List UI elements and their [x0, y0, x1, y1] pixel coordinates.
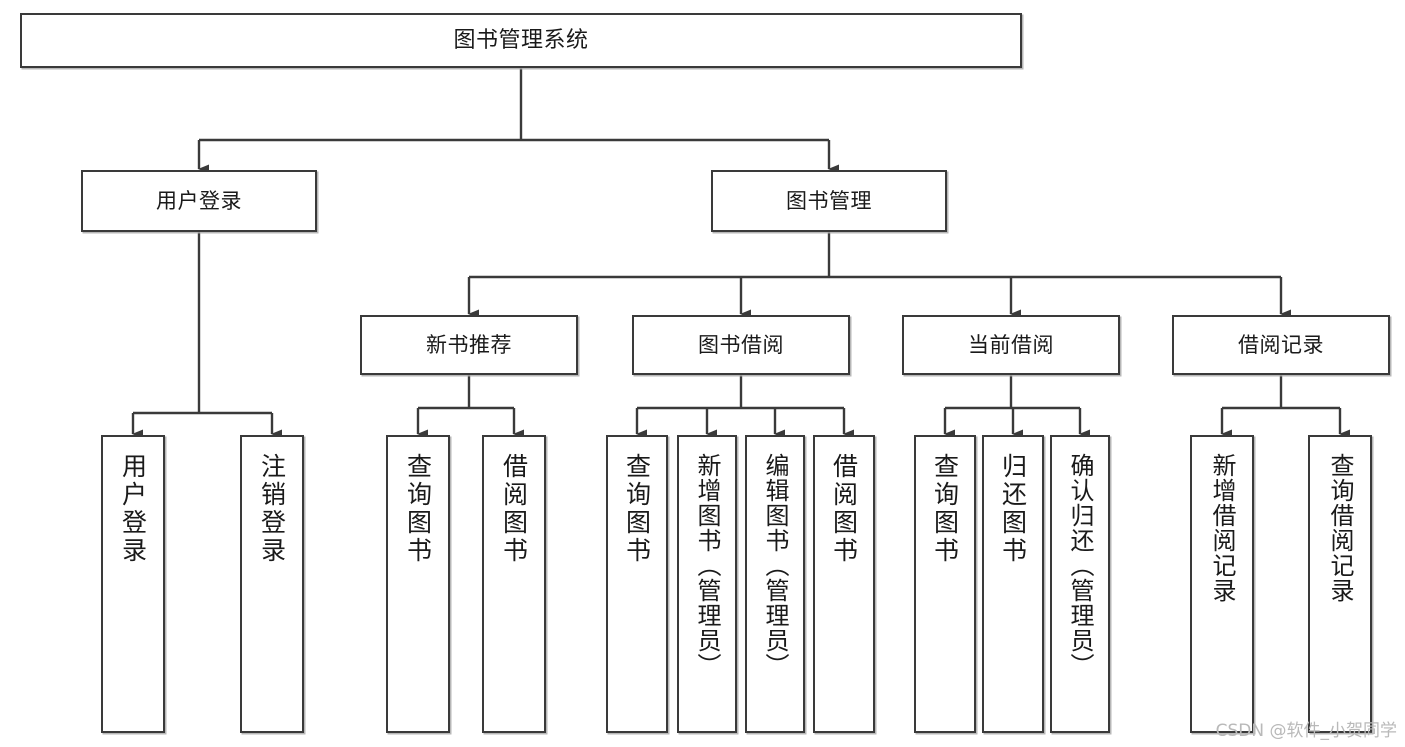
node-label: 新增借阅记录	[1208, 453, 1236, 603]
node-label: 编辑图书（管理员）	[761, 453, 789, 678]
node-bookmgmt[interactable]: 图书管理	[711, 170, 947, 232]
node-label: 注销登录	[257, 453, 287, 565]
node-label: 新增图书（管理员）	[693, 453, 721, 678]
node-label: 图书借阅	[698, 332, 784, 357]
node-label: 图书管理系统	[453, 27, 589, 53]
node-label: 查询图书	[403, 453, 433, 565]
node-leaf-bo-borrow[interactable]: 借阅图书	[813, 435, 875, 733]
node-leaf-bo-query[interactable]: 查询图书	[606, 435, 668, 733]
node-borrow[interactable]: 图书借阅	[632, 315, 850, 375]
node-leaf-cur-query[interactable]: 查询图书	[914, 435, 976, 733]
node-leaf-bo-add[interactable]: 新增图书（管理员）	[677, 435, 737, 733]
node-leaf-bo-edit[interactable]: 编辑图书（管理员）	[745, 435, 805, 733]
node-label: 归还图书	[998, 453, 1028, 565]
node-leaf-rec-add[interactable]: 新增借阅记录	[1190, 435, 1254, 733]
node-label: 用户登录	[118, 453, 148, 565]
node-leaf-user-login[interactable]: 用户登录	[101, 435, 165, 733]
node-label: 查询图书	[622, 453, 652, 565]
node-leaf-nb-borrow[interactable]: 借阅图书	[482, 435, 546, 733]
node-label: 借阅图书	[829, 453, 859, 565]
node-newbook[interactable]: 新书推荐	[360, 315, 578, 375]
node-label: 查询借阅记录	[1326, 453, 1354, 603]
node-current[interactable]: 当前借阅	[902, 315, 1120, 375]
node-records[interactable]: 借阅记录	[1172, 315, 1390, 375]
node-label: 用户登录	[156, 188, 242, 213]
node-label: 查询图书	[930, 453, 960, 565]
node-label: 当前借阅	[968, 332, 1054, 357]
node-leaf-user-logout[interactable]: 注销登录	[240, 435, 304, 733]
node-label: 图书管理	[786, 188, 872, 213]
node-leaf-cur-return[interactable]: 归还图书	[982, 435, 1044, 733]
node-leaf-cur-confirm[interactable]: 确认归还（管理员）	[1050, 435, 1110, 733]
node-leaf-rec-query[interactable]: 查询借阅记录	[1308, 435, 1372, 733]
node-label: 新书推荐	[426, 332, 512, 357]
csdn-watermark: CSDN @软件_小贺同学	[1215, 721, 1397, 741]
node-label: 借阅记录	[1238, 332, 1324, 357]
node-login[interactable]: 用户登录	[81, 170, 317, 232]
node-label: 确认归还（管理员）	[1066, 453, 1094, 678]
node-root[interactable]: 图书管理系统	[20, 13, 1022, 68]
node-label: 借阅图书	[499, 453, 529, 565]
node-leaf-nb-query[interactable]: 查询图书	[386, 435, 450, 733]
